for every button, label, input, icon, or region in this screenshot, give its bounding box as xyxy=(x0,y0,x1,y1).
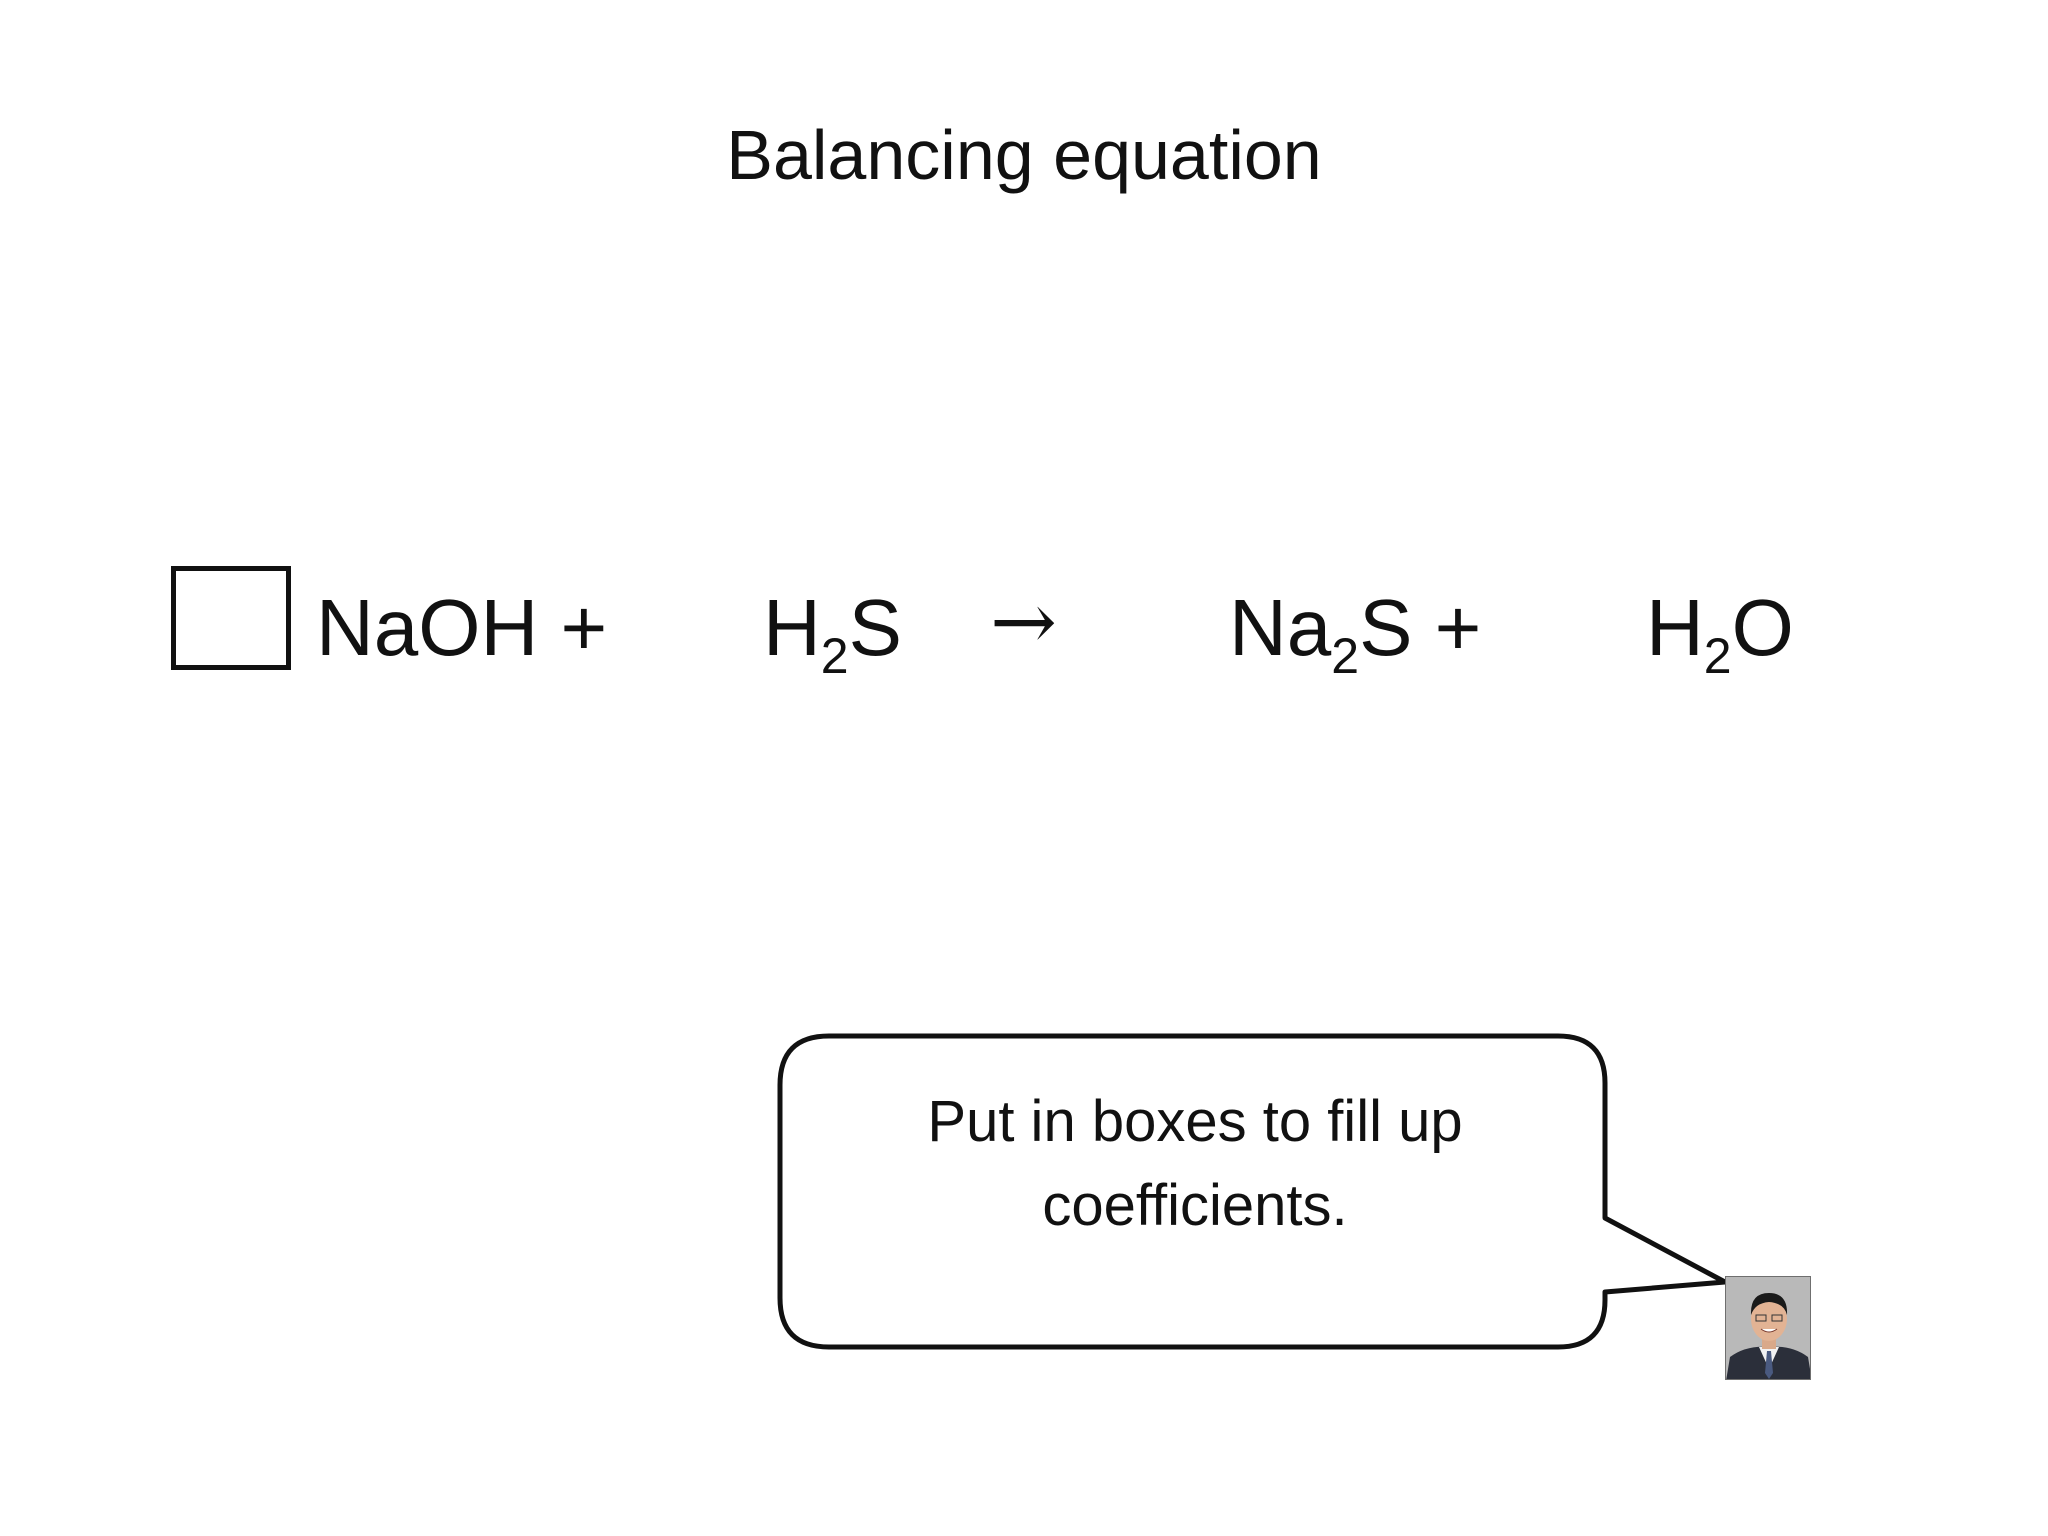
presenter-avatar-icon xyxy=(1725,1276,1811,1380)
h2s-element-h: H xyxy=(763,583,821,672)
na2s-element-s: S xyxy=(1359,583,1413,672)
speech-bubble-shape xyxy=(777,1033,1728,1350)
na2s-element-na: Na xyxy=(1229,583,1332,672)
presenter-photo-icon xyxy=(1726,1277,1810,1379)
product-h2o: H2O xyxy=(1646,578,1794,681)
coefficient-box[interactable] xyxy=(171,566,291,670)
h2o-subscript: 2 xyxy=(1703,628,1732,684)
bubble-line-2: coefficients. xyxy=(1042,1173,1348,1238)
slide-title: Balancing equation xyxy=(726,116,1322,194)
h2s-subscript: 2 xyxy=(820,628,849,684)
reaction-arrow: → xyxy=(990,575,1058,668)
reactant-naoh-formula: NaOH xyxy=(316,583,539,672)
h2o-element-o: O xyxy=(1731,583,1794,672)
na2s-subscript: 2 xyxy=(1331,628,1360,684)
plus-sign: + xyxy=(1434,583,1482,672)
product-na2s: Na2S + xyxy=(1229,578,1482,681)
bubble-line-1: Put in boxes to fill up xyxy=(927,1089,1463,1154)
h2o-element-h: H xyxy=(1646,583,1704,672)
plus-sign: + xyxy=(560,583,608,672)
reactant-naoh: NaOH + xyxy=(316,578,607,678)
reactant-h2s: H2S xyxy=(763,578,902,681)
speech-bubble-text: Put in boxes to fill up coefficients. xyxy=(790,1080,1600,1248)
h2s-element-s: S xyxy=(848,583,902,672)
